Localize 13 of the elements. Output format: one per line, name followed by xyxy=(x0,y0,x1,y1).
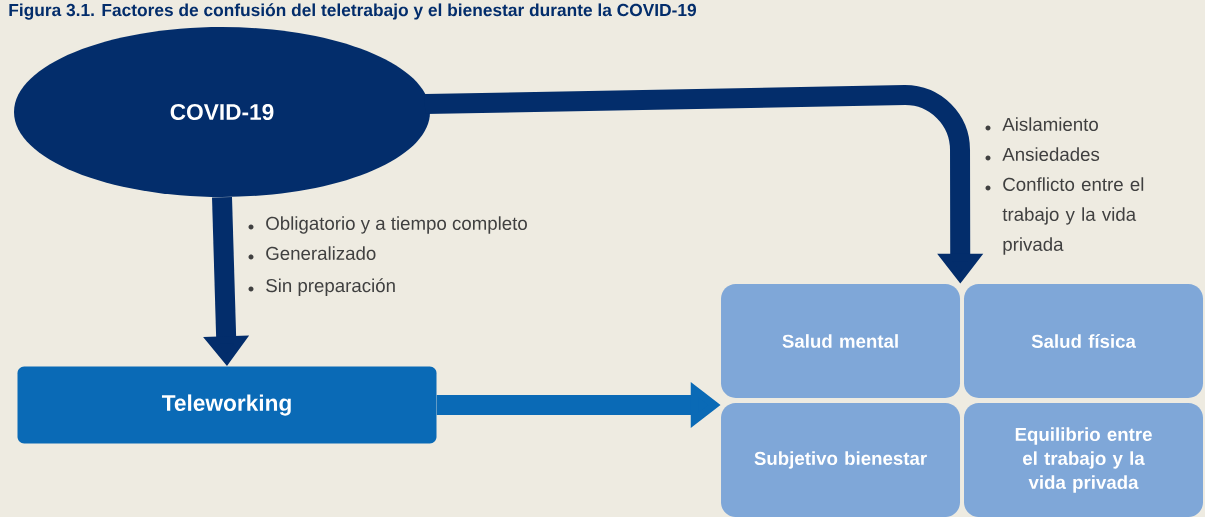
bullet-text: Aislamiento xyxy=(1002,117,1098,131)
oval-node: COVID-19 xyxy=(14,27,430,197)
outcome-box: Subjetivo bienestar xyxy=(721,403,960,517)
figure-title: Figura 3.1. Factores de confusión del teletrabajo y el bienestar durante la COVID-19 xyxy=(9,3,696,20)
bullet-text: Ansiedades xyxy=(1002,147,1100,161)
bullet-text: Generalizado xyxy=(266,246,376,260)
process-box: Teleworking xyxy=(17,366,437,444)
outcome-box: Salud física xyxy=(964,284,1203,398)
outcome-box: Salud mental xyxy=(721,284,960,398)
outcome-box: Equilibrio entre el trabajo y la vida privada xyxy=(964,403,1203,517)
bullet-text: Conflicto entre el trabajo y la vida privada xyxy=(1002,177,1144,255)
bullet-text: Sin preparación xyxy=(266,278,395,296)
bullet-text: Obligatorio y a tiempo completo xyxy=(266,216,527,234)
